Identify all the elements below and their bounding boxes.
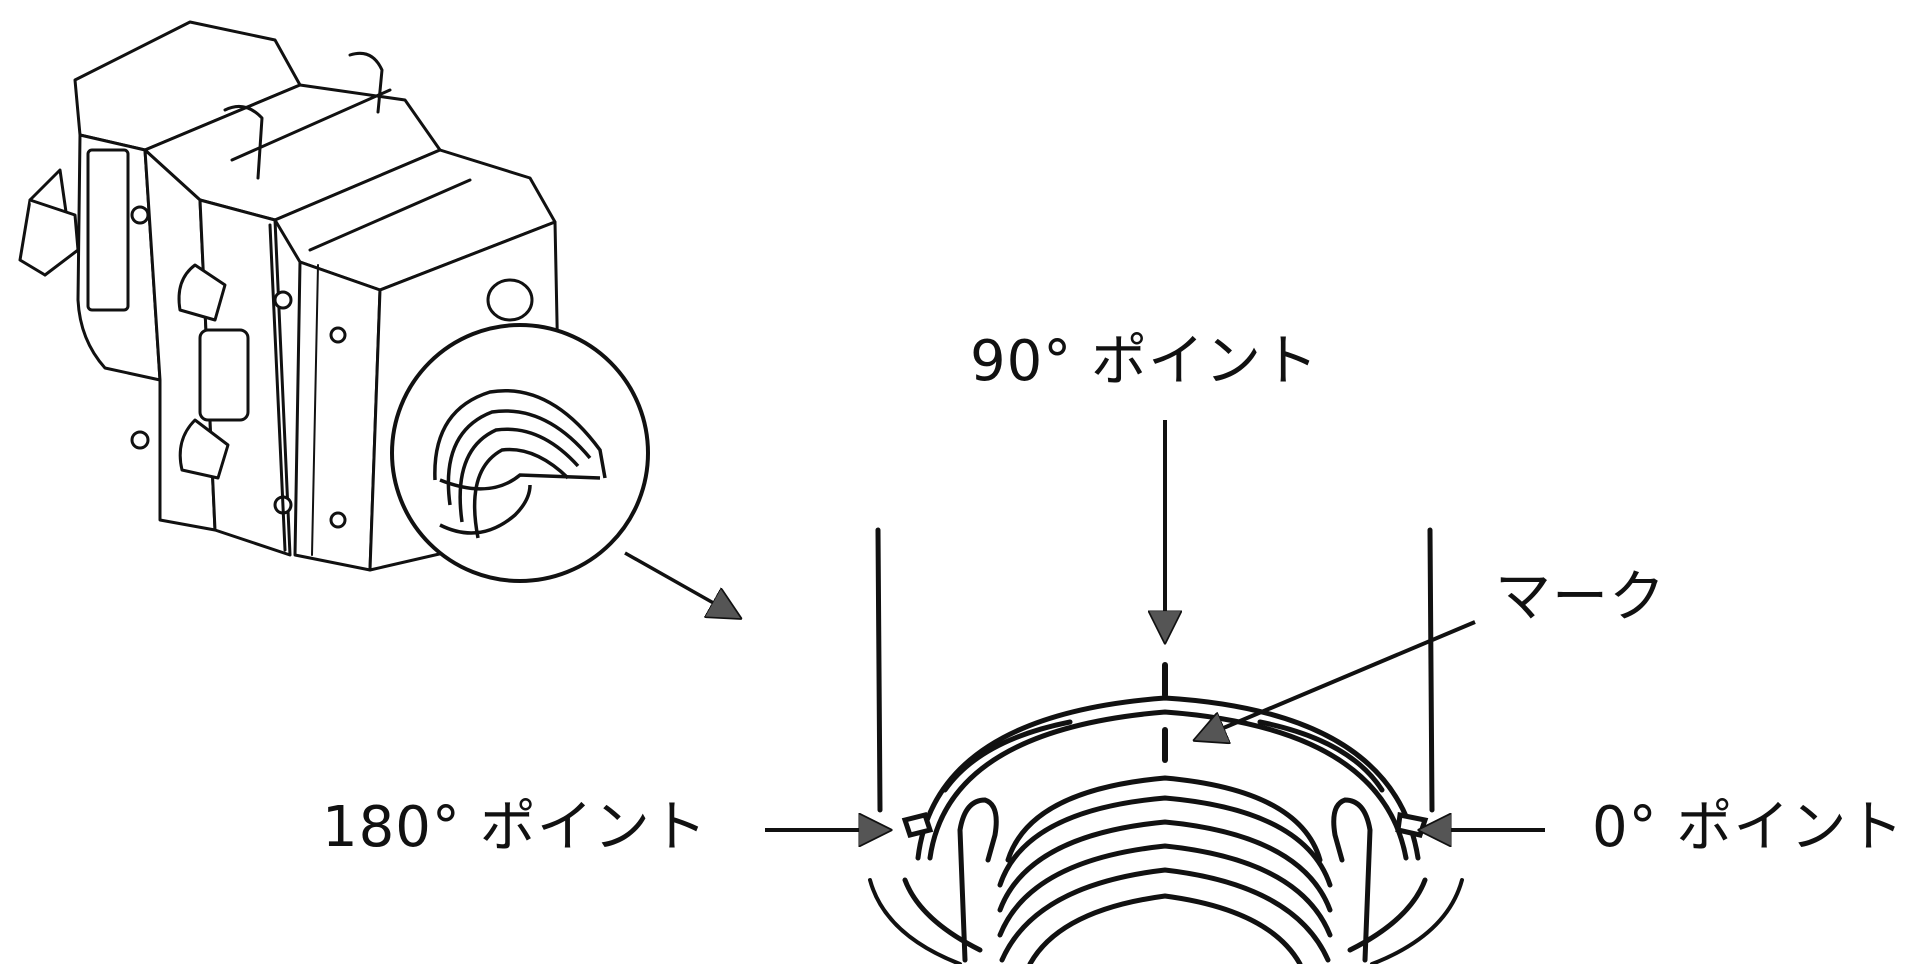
- shaft-detail: [868, 527, 1464, 964]
- arrow-mark: [1195, 620, 1476, 740]
- label-90-point: 90° ポイント: [970, 329, 1320, 394]
- label-0-point: 0° ポイント: [1592, 795, 1905, 860]
- indicator-arrows: [765, 420, 1545, 830]
- callout-arrow: [624, 551, 740, 618]
- magnifier-circle-icon: [390, 323, 650, 583]
- label-mark: マーク: [1495, 565, 1666, 630]
- label-180-point: 180° ポイント: [322, 795, 708, 860]
